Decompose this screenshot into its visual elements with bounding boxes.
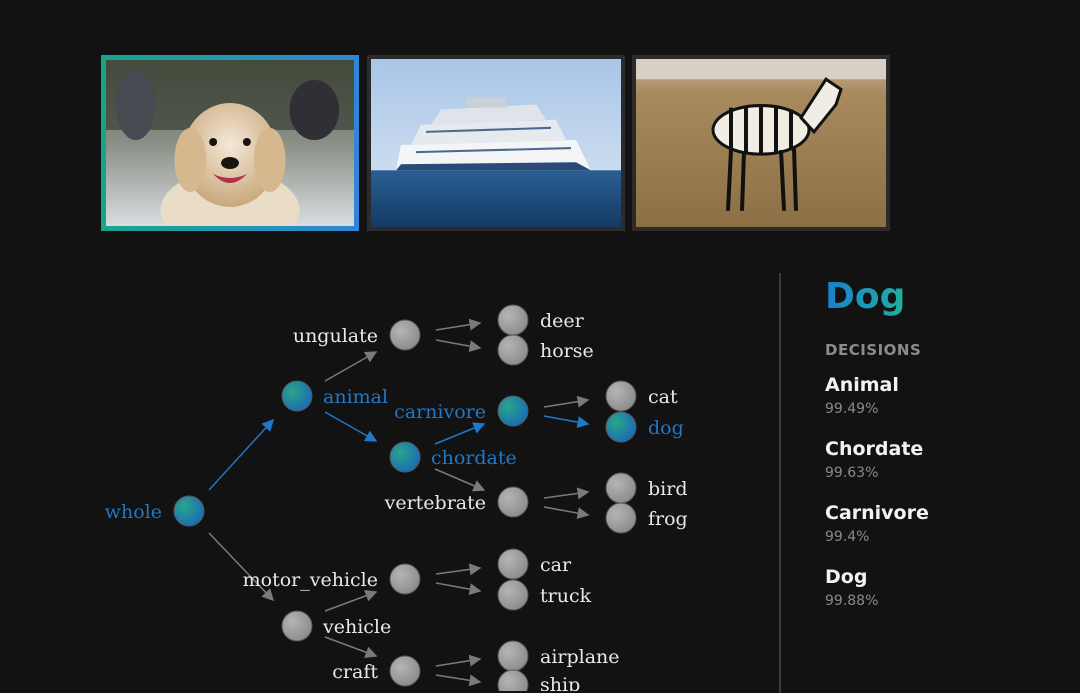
node-animal[interactable] <box>281 380 313 412</box>
label-animal: animal <box>323 386 388 408</box>
label-deer: deer <box>540 310 585 332</box>
edge-craft-airplane <box>435 654 482 667</box>
label-frog: frog <box>648 508 688 530</box>
node-ship[interactable] <box>497 669 529 691</box>
tree-labels: whole animal vehicle ungulate chordate c… <box>105 310 688 691</box>
decision-item: Chordate 99.63% <box>825 437 1065 481</box>
node-vehicle[interactable] <box>281 610 313 642</box>
edge-ungulate-deer <box>435 318 482 331</box>
label-vertebrate: vertebrate <box>384 492 486 514</box>
decision-confidence: 99.88% <box>825 593 879 609</box>
node-craft[interactable] <box>389 655 421 687</box>
edge-craft-ship <box>435 674 482 687</box>
label-whole: whole <box>105 501 162 523</box>
label-bird: bird <box>648 478 687 500</box>
label-vehicle: vehicle <box>322 616 391 638</box>
node-airplane[interactable] <box>497 640 529 672</box>
edge-animal-chordate <box>324 411 378 442</box>
prediction-title: Dog <box>825 276 906 317</box>
decision-item: Dog 99.88% <box>825 565 1065 609</box>
label-ship: ship <box>540 674 580 691</box>
label-dog: dog <box>648 417 684 439</box>
node-dog[interactable] <box>605 411 637 443</box>
node-vertebrate[interactable] <box>497 486 529 518</box>
label-motor-vehicle: motor_vehicle <box>243 569 378 591</box>
edge-animal-ungulate <box>324 351 378 382</box>
label-chordate: chordate <box>431 447 517 469</box>
edge-vertebrate-frog <box>543 506 590 520</box>
node-car[interactable] <box>497 548 529 580</box>
edge-vertebrate-bird <box>543 487 590 500</box>
node-whole[interactable] <box>173 495 205 527</box>
ship-thumbnail[interactable] <box>367 55 625 231</box>
decision-confidence: 99.49% <box>825 401 879 417</box>
node-horse[interactable] <box>497 334 529 366</box>
decision-confidence: 99.63% <box>825 465 879 481</box>
dog-thumbnail[interactable] <box>101 55 359 231</box>
label-ungulate: ungulate <box>293 325 378 347</box>
edge-carnivore-cat <box>543 395 590 408</box>
zebra-thumbnail[interactable] <box>632 55 890 231</box>
edge-vehicle-motor-vehicle <box>324 590 378 612</box>
node-bird[interactable] <box>605 472 637 504</box>
decisions-heading: DECISIONS <box>825 341 922 359</box>
label-horse: horse <box>540 340 594 362</box>
edge-whole-vehicle <box>208 532 275 602</box>
decision-item: Animal 99.49% <box>825 373 1065 417</box>
node-truck[interactable] <box>497 579 529 611</box>
zebra-image <box>636 59 886 227</box>
edge-ungulate-horse <box>435 339 482 353</box>
decision-label: Animal <box>825 374 899 396</box>
node-deer[interactable] <box>497 304 529 336</box>
edge-motor-vehicle-truck <box>435 582 482 596</box>
decision-confidence: 99.4% <box>825 529 870 545</box>
label-car: car <box>540 554 572 576</box>
edge-chordate-carnivore <box>434 422 486 445</box>
node-motor-vehicle[interactable] <box>389 563 421 595</box>
label-airplane: airplane <box>540 646 620 668</box>
node-cat[interactable] <box>605 380 637 412</box>
node-carnivore[interactable] <box>497 395 529 427</box>
label-truck: truck <box>540 585 592 607</box>
edge-carnivore-dog <box>543 415 590 429</box>
label-cat: cat <box>648 386 678 408</box>
node-chordate[interactable] <box>389 441 421 473</box>
label-craft: craft <box>332 661 378 683</box>
edge-motor-vehicle-car <box>435 563 482 576</box>
dog-image <box>106 60 354 226</box>
decision-label: Chordate <box>825 438 924 460</box>
decision-item: Carnivore 99.4% <box>825 501 1065 545</box>
tree-edges <box>208 318 590 687</box>
node-ungulate[interactable] <box>389 319 421 351</box>
decision-label: Carnivore <box>825 502 929 524</box>
tree-nodes <box>173 304 637 691</box>
decisions-panel: Dog DECISIONS Animal 99.49% Chordate 99.… <box>825 275 1065 629</box>
edge-vehicle-craft <box>324 636 378 658</box>
ship-image <box>371 59 621 227</box>
label-carnivore: carnivore <box>394 401 486 423</box>
image-selector <box>101 55 891 233</box>
node-frog[interactable] <box>605 502 637 534</box>
edge-whole-animal <box>208 418 275 491</box>
panel-divider <box>779 273 781 693</box>
decision-label: Dog <box>825 566 868 588</box>
edge-chordate-vertebrate <box>434 468 486 492</box>
